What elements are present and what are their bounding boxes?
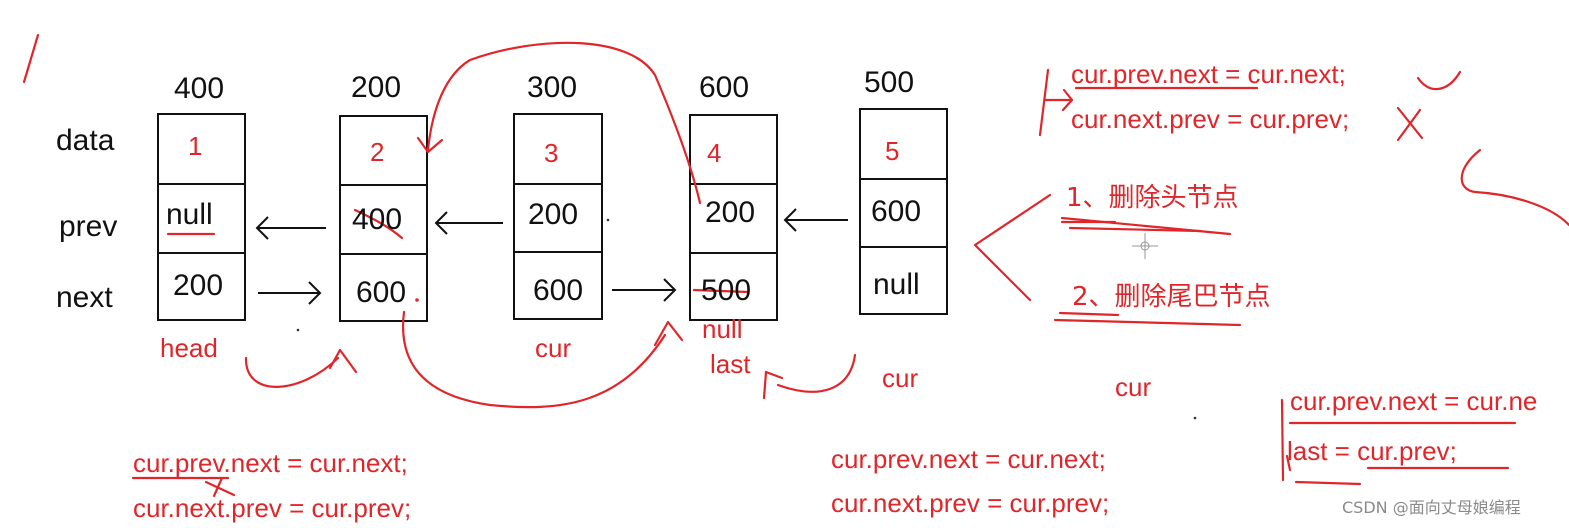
node-box-5: [859, 108, 948, 315]
cur-label: cur: [1115, 372, 1152, 402]
case-delete-tail: 2、删除尾巴节点: [1072, 282, 1271, 312]
head-label: head: [160, 333, 218, 363]
node-prev: 200: [705, 196, 756, 229]
crosshair-icon: [1132, 233, 1158, 259]
node-data: 2: [370, 137, 385, 167]
red-dot: [415, 298, 419, 302]
node-address: 500: [864, 66, 915, 99]
node-prev: 600: [871, 195, 922, 228]
node-prev: 200: [528, 198, 579, 231]
node-box-3: [513, 113, 603, 320]
code-line: cur.prev.next = cur.next;: [133, 448, 408, 478]
case-delete-head: 1、删除头节点: [1066, 183, 1239, 213]
code-line: cur.prev.next = cur.next;: [1071, 59, 1346, 89]
field-label-prev: prev: [59, 210, 118, 243]
node-prev: null: [166, 198, 213, 231]
field-label-data: data: [56, 124, 115, 157]
node-next: 500: [701, 274, 752, 307]
node-address: 400: [174, 72, 225, 105]
cur-label: cur: [535, 333, 572, 363]
node-prev: 400: [352, 203, 403, 236]
node-data: 1: [188, 131, 203, 161]
code-line: cur.next.prev = cur.prev;: [1071, 104, 1350, 134]
node-data: 5: [885, 136, 900, 166]
node-box-4: [689, 114, 778, 321]
next-arrows: [258, 278, 677, 305]
last-label: last: [710, 349, 751, 379]
node-next: 600: [533, 274, 584, 307]
prev-arrows: [255, 208, 848, 240]
node-data: 4: [707, 138, 722, 168]
code-line: last = cur.prev;: [1287, 436, 1457, 466]
watermark: CSDN @面向丈母娘编程: [1342, 498, 1521, 517]
node-address: 200: [351, 71, 402, 104]
node-data: 3: [544, 138, 559, 168]
red-annotations: [22, 33, 1569, 498]
node-next: null: [873, 268, 920, 301]
node-address: 300: [527, 71, 578, 104]
node-address: 600: [699, 71, 750, 104]
code-line: cur.next.prev = cur.prev;: [133, 493, 412, 523]
node-box-1: [157, 113, 246, 321]
code-line: cur.prev.next = cur.next;: [831, 444, 1106, 474]
field-label-next: next: [56, 281, 113, 314]
cur-label: cur: [882, 363, 919, 393]
code-line: cur.next.prev = cur.prev;: [831, 488, 1110, 518]
code-line: cur.prev.next = cur.ne: [1290, 386, 1538, 416]
null-label: null: [702, 314, 743, 344]
dots: [296, 218, 1197, 420]
node-next: 200: [173, 269, 224, 302]
node-next: 600: [356, 276, 407, 309]
